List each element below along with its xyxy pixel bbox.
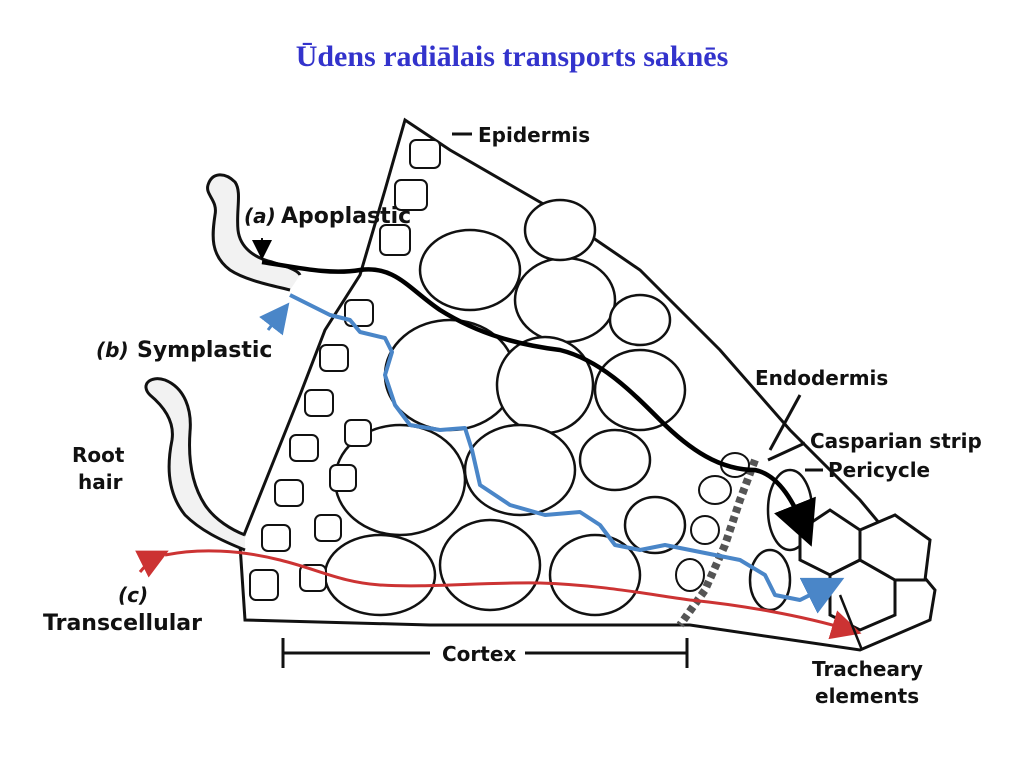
transcellular-path bbox=[164, 549, 862, 640]
tracheary-leader bbox=[838, 594, 864, 651]
casparian-label: Casparian strip bbox=[810, 429, 982, 453]
symplastic-arrow bbox=[259, 302, 290, 336]
root-hair-label-line2: hair bbox=[78, 470, 123, 494]
slide-title: Ūdens radiālais transports saknēs bbox=[295, 40, 729, 73]
epidermis-label: Epidermis bbox=[478, 123, 590, 147]
transcellular-label: Transcellular bbox=[43, 611, 202, 636]
tracheary-label-line1: Tracheary bbox=[812, 657, 923, 681]
upper-root-hair bbox=[206, 173, 302, 292]
tracheary-label-line2: elements bbox=[815, 684, 919, 708]
pericycle-label: Pericycle bbox=[828, 458, 930, 482]
symplastic-path bbox=[289, 293, 845, 614]
endodermis-label: Endodermis bbox=[755, 366, 888, 390]
lower-root-hair bbox=[144, 377, 246, 552]
endodermis-cells bbox=[675, 452, 750, 592]
transcellular-entry-arrow bbox=[135, 550, 169, 578]
apoplastic-path bbox=[261, 259, 816, 547]
apoplastic-letter: (a) bbox=[244, 204, 276, 228]
apoplastic-label: Apoplastic bbox=[281, 204, 411, 229]
casparian-leader bbox=[767, 441, 806, 462]
cortex-bracket bbox=[281, 638, 689, 668]
symplastic-label: Symplastic bbox=[137, 338, 272, 363]
transcellular-letter: (c) bbox=[118, 583, 148, 607]
symplastic-letter: (b) bbox=[96, 338, 129, 362]
epidermis-cells bbox=[249, 139, 441, 601]
root-hair-label-line1: Root bbox=[72, 443, 125, 467]
endodermis-leader bbox=[768, 394, 802, 451]
cortex-label: Cortex bbox=[442, 642, 516, 666]
